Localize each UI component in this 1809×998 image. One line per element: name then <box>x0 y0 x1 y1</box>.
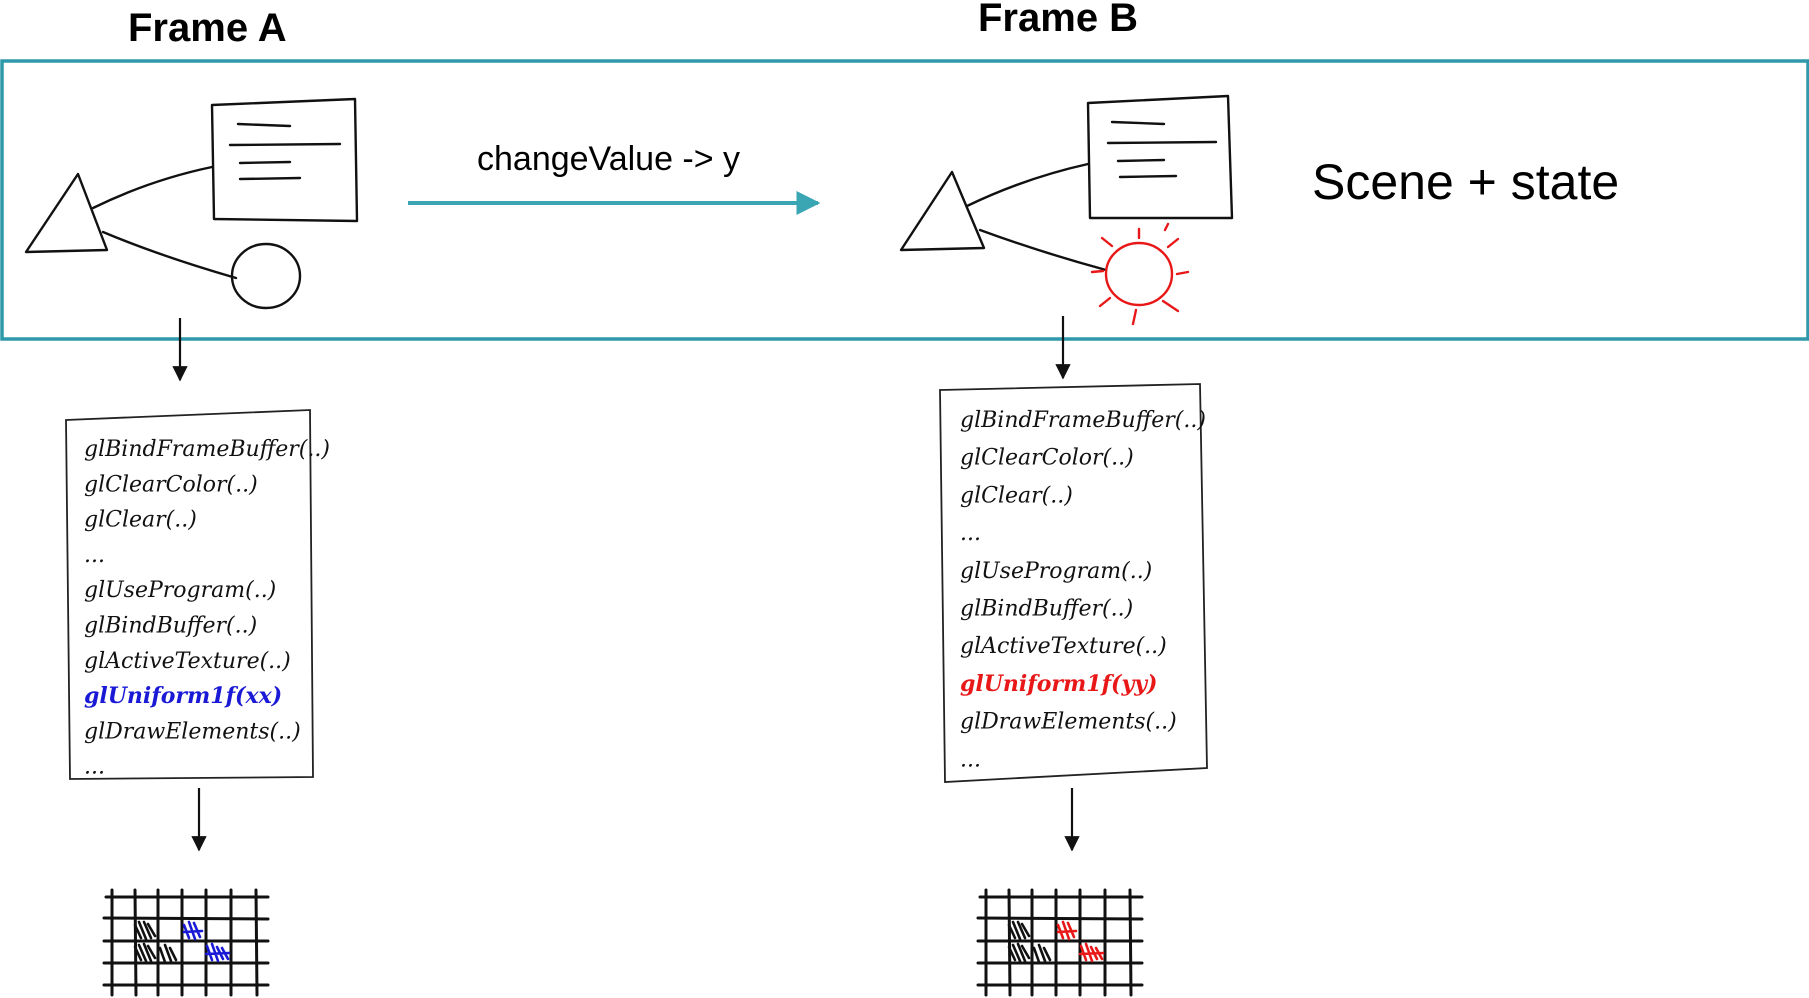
edge-b-document <box>965 162 1090 208</box>
edge-b-sun <box>978 228 1108 272</box>
command-line: glClearColor(..) <box>960 446 1134 471</box>
triangle-node-a <box>24 172 109 254</box>
command-line: glUseProgram(..) <box>84 578 276 603</box>
frame-b-title: Frame B <box>978 0 1139 40</box>
framebuffer-grid-a <box>102 888 270 997</box>
command-line: ... <box>84 755 105 780</box>
changed-sun-node-b <box>1090 222 1190 326</box>
command-line: glUseProgram(..) <box>960 559 1152 584</box>
scene-state-box <box>0 59 1809 341</box>
edge-a-circle <box>101 230 238 280</box>
transition-label: changeValue -> y <box>477 140 740 178</box>
command-line: glBindBuffer(..) <box>960 597 1133 622</box>
pixel-fill-a <box>133 920 231 964</box>
framebuffer-grid-b <box>976 888 1144 997</box>
command-line: glActiveTexture(..) <box>960 634 1167 659</box>
document-node-a <box>210 97 359 223</box>
pixel-fill-b <box>1007 920 1105 964</box>
command-line: glDrawElements(..) <box>84 719 301 744</box>
command-line: glBindFrameBuffer(..) <box>84 437 330 462</box>
command-list-paper-a <box>65 409 314 780</box>
command-line: glClear(..) <box>960 483 1073 508</box>
scene-graph-b <box>899 94 1234 272</box>
command-line: glBindFrameBuffer(..) <box>960 408 1206 433</box>
command-line: glUniform1f(xx) <box>84 683 282 709</box>
command-line: ... <box>960 521 981 546</box>
command-line: glClear(..) <box>84 508 197 533</box>
document-node-b <box>1086 94 1234 220</box>
scene-state-label: Scene + state <box>1312 154 1619 210</box>
command-list-b: glBindFrameBuffer(..) glClearColor(..) glC… <box>960 408 1206 772</box>
command-list-a: glBindFrameBuffer(..) glClearColor(..) glC… <box>84 437 330 780</box>
scene-graph-a <box>24 97 359 310</box>
command-line: glActiveTexture(..) <box>84 649 291 674</box>
command-line: ... <box>960 747 981 772</box>
circle-node-a <box>230 242 302 310</box>
command-line: ... <box>84 543 105 568</box>
command-line: glClearColor(..) <box>84 472 258 497</box>
edge-a-document <box>91 165 214 210</box>
triangle-node-b <box>899 170 986 252</box>
command-list-paper-b <box>939 383 1208 783</box>
command-line: glUniform1f(yy) <box>960 671 1157 697</box>
command-line: glDrawElements(..) <box>960 710 1177 735</box>
command-line: glBindBuffer(..) <box>84 614 257 639</box>
frame-a-title: Frame A <box>128 6 287 50</box>
